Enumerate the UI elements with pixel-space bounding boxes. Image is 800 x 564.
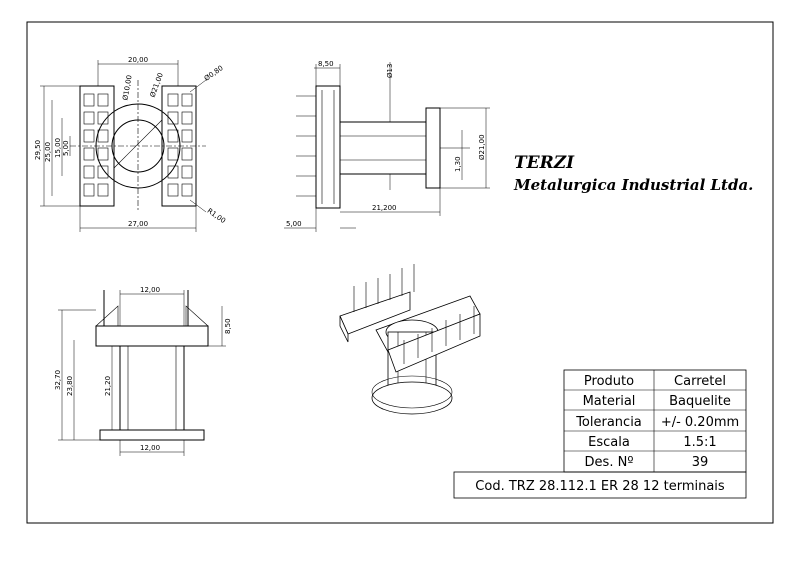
title-block: Produto Carretel Material Baquelite Tole… xyxy=(453,369,747,499)
dim-radius: R1,00 xyxy=(206,207,227,225)
dim-length: 21,200 xyxy=(372,204,397,212)
dim-bottom-width: 27,00 xyxy=(128,220,148,228)
dim-flange: 8,50 xyxy=(318,60,334,68)
dim-diam-outer: Ø0,80 xyxy=(203,64,225,83)
value-produto: Carretel xyxy=(674,374,726,389)
label-des-no: Des. Nº xyxy=(585,455,634,470)
value-des-no: 39 xyxy=(692,455,709,470)
dim-front-inner: 23,80 xyxy=(66,376,74,396)
sheet-border xyxy=(26,21,774,524)
dim-front-total: 32,70 xyxy=(54,370,62,390)
dim-height-mid: 25,00 xyxy=(44,142,52,162)
company-subtitle: Metalurgica Industrial Ltda. xyxy=(513,176,753,194)
value-escala: 1.5:1 xyxy=(683,435,716,450)
dim-front-flange: 8,50 xyxy=(224,318,232,334)
dim-height-inner: 15,00 xyxy=(54,138,62,158)
dim-height-small: 5,00 xyxy=(62,140,70,156)
dim-front-top-width: 12,00 xyxy=(140,286,160,294)
label-material: Material xyxy=(583,394,636,409)
product-code: Cod. TRZ 28.112.1 ER 28 12 terminais xyxy=(475,479,725,494)
front-view: 12,00 8,50 32,70 23,80 21,20 12,00 xyxy=(54,286,232,456)
side-view: 8,50 Ø13 Ø21,00 1,30 21,200 5,00 xyxy=(284,60,490,232)
dim-front-bottom-width: 12,00 xyxy=(140,444,160,452)
dim-front-tube: 21,20 xyxy=(104,376,112,396)
company-name: TERZI xyxy=(514,153,575,173)
dim-diam-pin: Ø13 xyxy=(386,64,394,78)
label-escala: Escala xyxy=(588,435,630,450)
isometric-view xyxy=(339,264,481,415)
dim-gap: 1,30 xyxy=(454,156,462,172)
dim-diam-body: Ø21,00 xyxy=(478,134,486,160)
value-tolerancia: +/- 0.20mm xyxy=(661,415,739,430)
label-produto: Produto xyxy=(584,374,634,389)
label-tolerancia: Tolerancia xyxy=(575,415,642,430)
dim-diam-inner: Ø10,00 xyxy=(121,74,133,101)
dim-top-width: 20,00 xyxy=(128,56,148,64)
top-view: 20,00 Ø10,00 Ø21,00 Ø0,80 29,50 25,00 15… xyxy=(34,56,227,232)
dim-pin-offset: 5,00 xyxy=(286,220,302,228)
dim-height-total: 29,50 xyxy=(34,140,42,160)
value-material: Baquelite xyxy=(669,394,731,409)
